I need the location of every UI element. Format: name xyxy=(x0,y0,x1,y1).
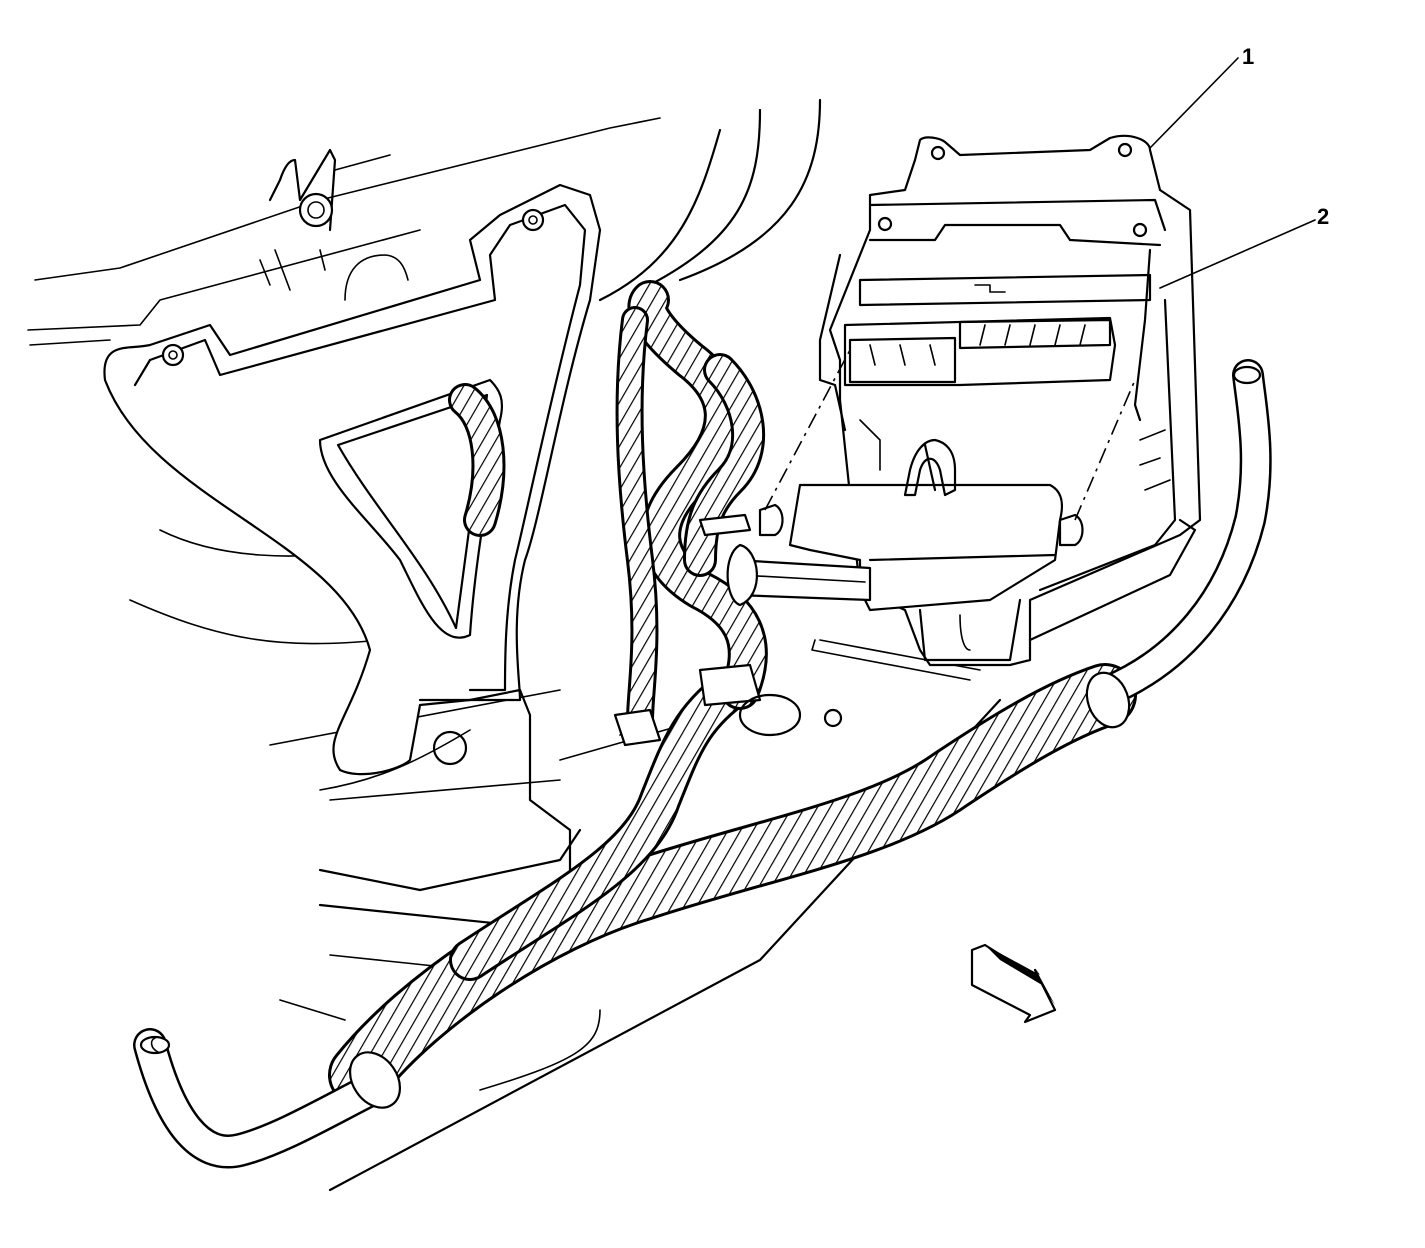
alignment-line-right xyxy=(1074,379,1136,521)
callout-2-label: 2 xyxy=(1317,204,1329,229)
arrow-forward-icon xyxy=(970,943,1057,1024)
callout-1: 1 xyxy=(1149,44,1254,149)
housing-bracket xyxy=(103,148,602,902)
callout-1-label: 1 xyxy=(1242,44,1254,69)
harness-cable-ends xyxy=(133,359,1272,1169)
callout-2: 2 xyxy=(1159,204,1329,289)
wiring-harness xyxy=(328,280,1137,1107)
